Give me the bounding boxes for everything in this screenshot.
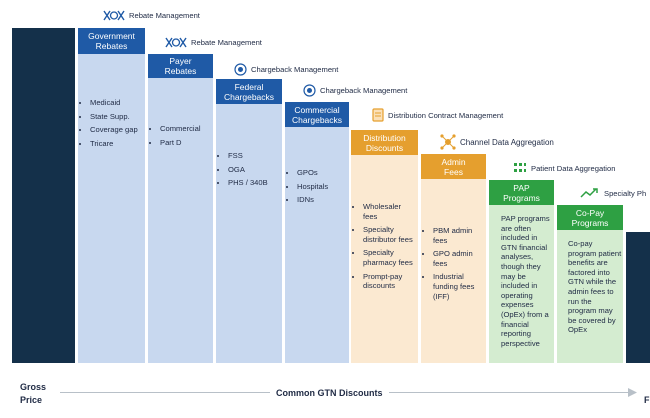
contract-icon xyxy=(372,108,384,122)
net-price-label: F xyxy=(644,395,650,405)
solution-label-chargeback-2: Chargeback Management xyxy=(303,84,407,97)
axis-center-label: Common GTN Discounts xyxy=(270,388,389,398)
list-item: GPOs xyxy=(297,168,348,178)
list-item: Hospitals xyxy=(297,182,348,192)
list-item: Wholesaler fees xyxy=(363,202,417,221)
rebate-icon xyxy=(103,10,125,21)
grid-icon xyxy=(514,163,526,172)
solution-label-rebate-2: Rebate Management xyxy=(165,37,262,48)
chargeback-icon xyxy=(234,63,247,76)
column-items: PBM admin fees GPO admin fees Industrial… xyxy=(421,226,485,305)
column-items: Medicaid State Supp. Coverage gap Tricar… xyxy=(78,98,144,152)
solution-label-channel: Channel Data Aggregation xyxy=(440,134,554,150)
column-items: Commercial Part D xyxy=(148,124,212,151)
solution-label-chargeback-1: Chargeback Management xyxy=(234,63,338,76)
solution-label-contract: Distribution Contract Management xyxy=(372,108,503,122)
column-description: PAP programs are often included in GTN f… xyxy=(501,214,550,348)
specialty-icon xyxy=(580,188,598,198)
network-icon xyxy=(440,134,456,150)
solution-label-rebate-1: Rebate Management xyxy=(103,10,200,21)
column-description: Co-pay program patient benefits are fact… xyxy=(568,239,622,335)
column-items: FSS OGA PHS / 340B xyxy=(216,151,281,192)
gross-price-label: Gross Price xyxy=(20,382,47,405)
list-item: FSS xyxy=(228,151,281,161)
chargeback-icon xyxy=(303,84,316,97)
column-items: Wholesaler fees Specialty distributor fe… xyxy=(351,202,417,295)
net-price-bar xyxy=(626,232,650,363)
list-item: Industrial funding fees (IFF) xyxy=(433,272,485,301)
solution-label-patient: Patient Data Aggregation xyxy=(513,162,615,174)
list-item: OGA xyxy=(228,165,281,175)
list-item: State Supp. xyxy=(90,112,144,122)
solution-label-specialty: Specialty Ph xyxy=(580,187,646,199)
list-item: IDNs xyxy=(297,195,348,205)
list-item: Coverage gap xyxy=(90,125,144,135)
list-item: Part D xyxy=(160,138,212,148)
axis-arrow-head xyxy=(628,388,637,397)
rebate-icon xyxy=(165,37,187,48)
list-item: Medicaid xyxy=(90,98,144,108)
list-item: PHS / 340B xyxy=(228,178,281,188)
list-item: Commercial xyxy=(160,124,212,134)
column-items: GPOs Hospitals IDNs xyxy=(285,168,348,209)
list-item: Tricare xyxy=(90,139,144,149)
list-item: GPO admin fees xyxy=(433,249,485,268)
gross-price-bar xyxy=(12,28,75,363)
list-item: Prompt-pay discounts xyxy=(363,272,417,291)
list-item: Specialty pharmacy fees xyxy=(363,248,417,267)
list-item: Specialty distributor fees xyxy=(363,225,417,244)
list-item: PBM admin fees xyxy=(433,226,485,245)
